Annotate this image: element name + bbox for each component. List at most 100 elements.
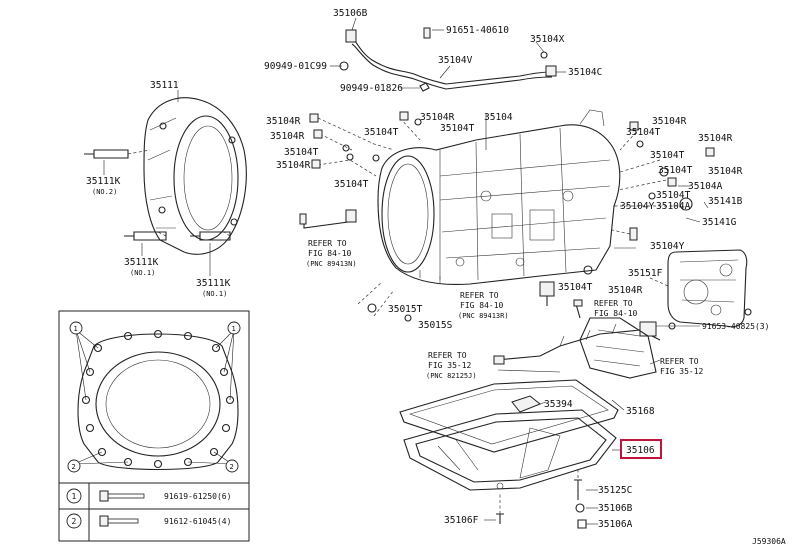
label-35104r-b[interactable]: 35104R <box>270 131 305 142</box>
label-35111k-c[interactable]: 35111K <box>196 278 231 289</box>
label-35104r-a[interactable]: 35104R <box>266 116 301 127</box>
bell-housing <box>143 97 247 255</box>
note4-line3: (PNC 82125J) <box>426 372 477 380</box>
label-no1-a: (NO.1) <box>130 269 155 277</box>
case-leaders <box>317 114 678 317</box>
label-35104t-h[interactable]: 35104T <box>656 190 691 201</box>
bolt-legend-table: 1 91619-61250(6) 2 91612-61045(4) <box>59 482 249 541</box>
label-91653-40825[interactable]: 91653-40825(3) <box>702 322 769 331</box>
label-35141g[interactable]: 35141G <box>702 217 737 228</box>
label-35141b[interactable]: 35141B <box>708 196 743 207</box>
note5-line2: FIG 35-12 <box>660 367 704 376</box>
oil-pan-35106 <box>403 409 617 491</box>
label-35104r-g[interactable]: 35104R <box>708 166 743 177</box>
note2-line1: REFER TO <box>460 291 499 300</box>
part-labels: 35106B 91651-40610 35104X 90949-01C99 35… <box>86 8 769 530</box>
label-35104t-e[interactable]: 35104T <box>626 127 661 138</box>
bolt-pattern-inset: 1 1 2 2 <box>58 310 250 542</box>
pan-bolts <box>496 470 587 529</box>
label-35106f[interactable]: 35106F <box>444 515 479 526</box>
reference-notes: REFER TO FIG 84-10 (PNC 89413N) REFER TO… <box>306 239 704 380</box>
legend-row2-part-number[interactable]: 91612-61045(4) <box>164 517 231 526</box>
label-no2: (NO.2) <box>92 188 117 196</box>
clamp-90949-01826 <box>419 82 430 92</box>
note1-line2: FIG 84-10 <box>308 249 352 258</box>
label-35104a-b[interactable]: 35104A <box>656 201 691 212</box>
case-plugs <box>309 111 715 322</box>
wire-harness <box>493 299 661 379</box>
label-35104c-top[interactable]: 35104C <box>568 67 602 78</box>
marker-br: 2 <box>230 463 234 471</box>
label-35104t-b[interactable]: 35104T <box>284 147 319 158</box>
marker-bl: 2 <box>72 463 76 471</box>
label-35151f[interactable]: 35151F <box>628 268 663 279</box>
label-35104y-a[interactable]: 35104Y <box>620 201 655 212</box>
label-35125c[interactable]: 35125C <box>598 485 632 496</box>
oil-pan-gasket-35168 <box>399 379 619 453</box>
label-35104r-f[interactable]: 35104R <box>698 133 733 144</box>
fitting-35106b <box>345 29 357 43</box>
label-35104t-d[interactable]: 35104T <box>440 123 475 134</box>
transmission-case <box>377 109 621 285</box>
note2-line3: (PNC 89413R) <box>458 312 509 320</box>
label-35015t[interactable]: 35015T <box>388 304 423 315</box>
bolts-35111k <box>84 149 231 276</box>
label-35104r-c[interactable]: 35104R <box>276 160 311 171</box>
label-90949-01826[interactable]: 90949-01826 <box>340 83 403 94</box>
label-35168[interactable]: 35168 <box>626 406 655 417</box>
note4-line1: REFER TO <box>428 351 467 360</box>
oil-strainer-35394 <box>511 395 541 413</box>
label-35106b-bottom[interactable]: 35106B <box>598 503 633 514</box>
note4-line2: FIG 35-12 <box>428 361 472 370</box>
label-35104x[interactable]: 35104X <box>530 34 565 45</box>
oil-line-assembly <box>339 27 557 92</box>
bolt-91651 <box>423 27 431 39</box>
label-35104t-i[interactable]: 35104T <box>558 282 593 293</box>
speed-sensor-mid <box>539 281 555 306</box>
label-35104t-f[interactable]: 35104T <box>650 150 685 161</box>
label-35111k-a[interactable]: 35111K <box>86 176 121 187</box>
note1-line1: REFER TO <box>308 239 347 248</box>
legend-row1-number: 1 <box>72 492 77 501</box>
speed-sensor-left <box>299 209 357 229</box>
highlight-box-35106 <box>620 439 662 459</box>
label-35104t-c[interactable]: 35104T <box>334 179 369 190</box>
label-35104a-a[interactable]: 35104A <box>688 181 723 192</box>
clip-35104x <box>540 51 548 59</box>
label-90949-01c99[interactable]: 90949-01C99 <box>264 61 327 72</box>
label-35111k-b[interactable]: 35111K <box>124 257 159 268</box>
fitting-35104c <box>545 65 557 77</box>
note5-line1: REFER TO <box>660 357 699 366</box>
label-35104r-h[interactable]: 35104R <box>608 285 643 296</box>
valve-body-cover <box>649 249 752 330</box>
label-35015s[interactable]: 35015S <box>418 320 453 331</box>
label-35106b[interactable]: 35106B <box>333 8 368 19</box>
label-35104y-b[interactable]: 35104Y <box>650 241 685 252</box>
label-91651-40610[interactable]: 91651-40610 <box>446 25 509 36</box>
label-35104t-g[interactable]: 35104T <box>658 165 693 176</box>
label-35104r-e[interactable]: 35104R <box>652 116 687 127</box>
marker-tl: 1 <box>74 325 78 333</box>
legend-row2-bolt-icon <box>99 515 139 527</box>
label-35104t-a[interactable]: 35104T <box>364 127 399 138</box>
legend-row1-part-number[interactable]: 91619-61250(6) <box>164 492 231 501</box>
label-35106[interactable]: 35106 <box>626 445 655 456</box>
label-35111[interactable]: 35111 <box>150 80 179 91</box>
label-35104v[interactable]: 35104V <box>438 55 473 66</box>
label-35104[interactable]: 35104 <box>484 112 513 123</box>
note3-line2: FIG 84-10 <box>594 309 638 318</box>
label-35104r-d[interactable]: 35104R <box>420 112 455 123</box>
marker-tr: 1 <box>232 325 236 333</box>
note2-line2: FIG 84-10 <box>460 301 504 310</box>
legend-row1-bolt-icon <box>99 490 145 502</box>
label-35106a[interactable]: 35106A <box>598 519 633 530</box>
legend-row2-number: 2 <box>72 517 77 526</box>
diagram-code: J59306A <box>752 537 786 546</box>
note3-line1: REFER TO <box>594 299 633 308</box>
label-35394[interactable]: 35394 <box>544 399 573 410</box>
label-no1-b: (NO.1) <box>202 290 227 298</box>
note1-line3: (PNC 89413N) <box>306 260 357 268</box>
bolt-holes <box>81 329 235 469</box>
label-leaders <box>177 17 709 525</box>
